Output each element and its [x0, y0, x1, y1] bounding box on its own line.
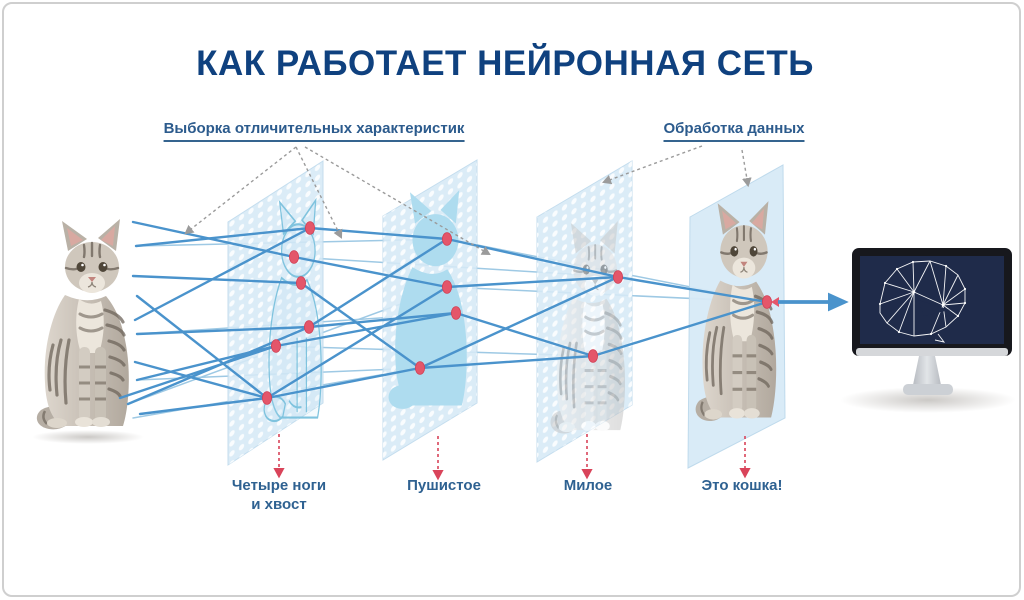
annotation-leader-lines [184, 145, 752, 256]
label-layer-2: Пушистое [407, 476, 481, 495]
connection-line [454, 311, 595, 358]
connection-line [138, 396, 269, 416]
connection-line [616, 275, 769, 304]
label-layer-4-line1: Это кошка! [701, 477, 783, 494]
label-layer-3: Милое [564, 476, 613, 495]
connection-line [299, 281, 422, 370]
monitor-base [903, 384, 953, 395]
connection-line [265, 366, 422, 400]
connection-line [591, 300, 769, 358]
neuron-node [270, 339, 281, 353]
neuron-node [414, 361, 425, 375]
connection-line [274, 311, 458, 348]
label-layer-2-line1: Пушистое [407, 477, 481, 494]
neuron-node [441, 232, 452, 246]
connection-line [445, 237, 620, 279]
connection-line [135, 325, 311, 336]
label-layer-4: Это кошка! [702, 476, 783, 495]
annotation-feature-selection: Выборка отличительных характеристик [163, 120, 465, 142]
label-layer-3-line1: Милое [563, 477, 613, 494]
connection-line [135, 294, 269, 400]
connection-line [307, 311, 458, 329]
monitor-shadow [840, 387, 1016, 413]
label-layer-1-line1: Четыре ноги [231, 477, 327, 494]
monitor-icon [840, 248, 1016, 413]
input-cat-photo [35, 217, 131, 431]
connection-line [134, 226, 312, 248]
connection-line [131, 274, 303, 285]
panel-layer-2 [382, 159, 478, 461]
leader-line [741, 149, 752, 188]
neuron-node [295, 276, 306, 290]
connection-line [133, 226, 312, 322]
leader-line [184, 146, 297, 235]
panel-layer-4 [687, 164, 786, 469]
monitor-stand [913, 356, 941, 385]
neuron-nodes-layer [261, 221, 773, 405]
connection-line [265, 285, 449, 400]
cat-shadow [32, 430, 144, 444]
leader-line [295, 146, 343, 239]
connection-line [292, 255, 449, 289]
connection-line [307, 237, 449, 329]
neuron-node [288, 250, 299, 264]
panel-layer-3 [536, 160, 633, 463]
neuron-node [303, 320, 314, 334]
output-node-arrowhead [771, 297, 779, 307]
output-arrow-layer [771, 292, 849, 312]
connection-line [445, 275, 620, 289]
neuron-node [762, 295, 773, 309]
label-arrows-layer [273, 434, 751, 481]
annotation-data-processing: Обработка данных [663, 120, 805, 142]
neuron-node [450, 306, 461, 320]
connection-line [418, 275, 620, 370]
page-title: КАК РАБОТАЕТ НЕЙРОННАЯ СЕТЬ [196, 44, 814, 83]
label-layer-1-line2: и хвост [251, 496, 307, 513]
brain-notch [918, 300, 950, 316]
brain-vertices [878, 260, 967, 336]
connection-line [418, 354, 595, 370]
panel-layer-1 [227, 160, 324, 466]
neuron-node [304, 221, 315, 235]
neuron-node [261, 391, 272, 405]
connection-line [308, 226, 449, 241]
connection-line [133, 360, 269, 400]
neuron-node [441, 280, 452, 294]
neuron-node [613, 270, 624, 284]
connections-front-layer [118, 220, 769, 416]
label-layer-1: Четыре ноги и хвост [232, 476, 326, 514]
neuron-node [588, 349, 599, 363]
connection-line [118, 344, 278, 400]
